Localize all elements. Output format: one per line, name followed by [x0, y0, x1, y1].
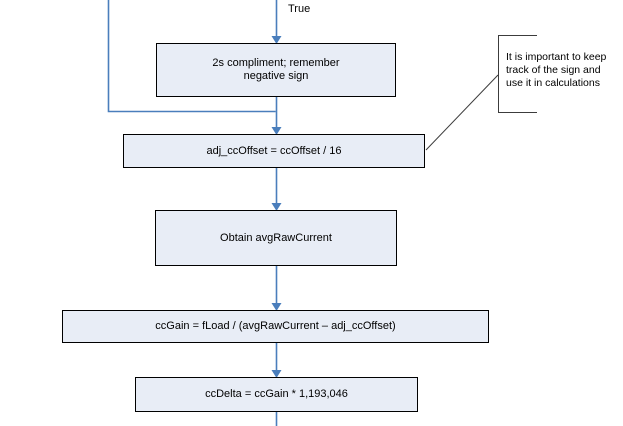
node-twos-complement-line2: negative sign — [243, 70, 309, 82]
node-ccdelta-label: ccDelta = ccGain * 1,193,046 — [205, 388, 348, 400]
true-branch-label: True — [288, 3, 311, 15]
note-text-line2: track of the sign and — [506, 64, 601, 76]
arrowhead-into-ccdelta-box — [271, 370, 282, 378]
arrowhead-into-obtain-box — [271, 203, 282, 211]
note-pointer-line — [425, 74, 499, 151]
node-ccdelta: ccDelta = ccGain * 1,193,046 — [135, 377, 418, 412]
note-text-line1: It is important to keep — [506, 51, 607, 63]
arrowhead-into-ccgain-box — [271, 303, 282, 311]
connector-left-loop — [107, 0, 276, 113]
note-text: It is important to keep track of the sig… — [506, 51, 606, 90]
note-text-line3: use it in calculations — [506, 77, 600, 89]
node-obtain-avgrawcurrent: Obtain avgRawCurrent — [155, 210, 397, 266]
note-bracket — [498, 35, 537, 113]
arrowhead-into-complement-box — [271, 36, 282, 44]
node-adj-ccoffset-label: adj_ccOffset = ccOffset / 16 — [206, 144, 342, 157]
node-obtain-avgrawcurrent-label: Obtain avgRawCurrent — [220, 231, 332, 244]
node-ccgain-label: ccGain = fLoad / (avgRawCurrent – adj_cc… — [155, 320, 396, 332]
node-adj-ccoffset: adj_ccOffset = ccOffset / 16 — [123, 134, 425, 168]
arrowhead-into-adjoffset-box — [271, 127, 282, 135]
node-twos-complement: 2s compliment; remember negative sign — [156, 43, 396, 97]
node-twos-complement-line1: 2s compliment; remember — [212, 57, 340, 69]
node-ccgain: ccGain = fLoad / (avgRawCurrent – adj_cc… — [62, 310, 489, 343]
